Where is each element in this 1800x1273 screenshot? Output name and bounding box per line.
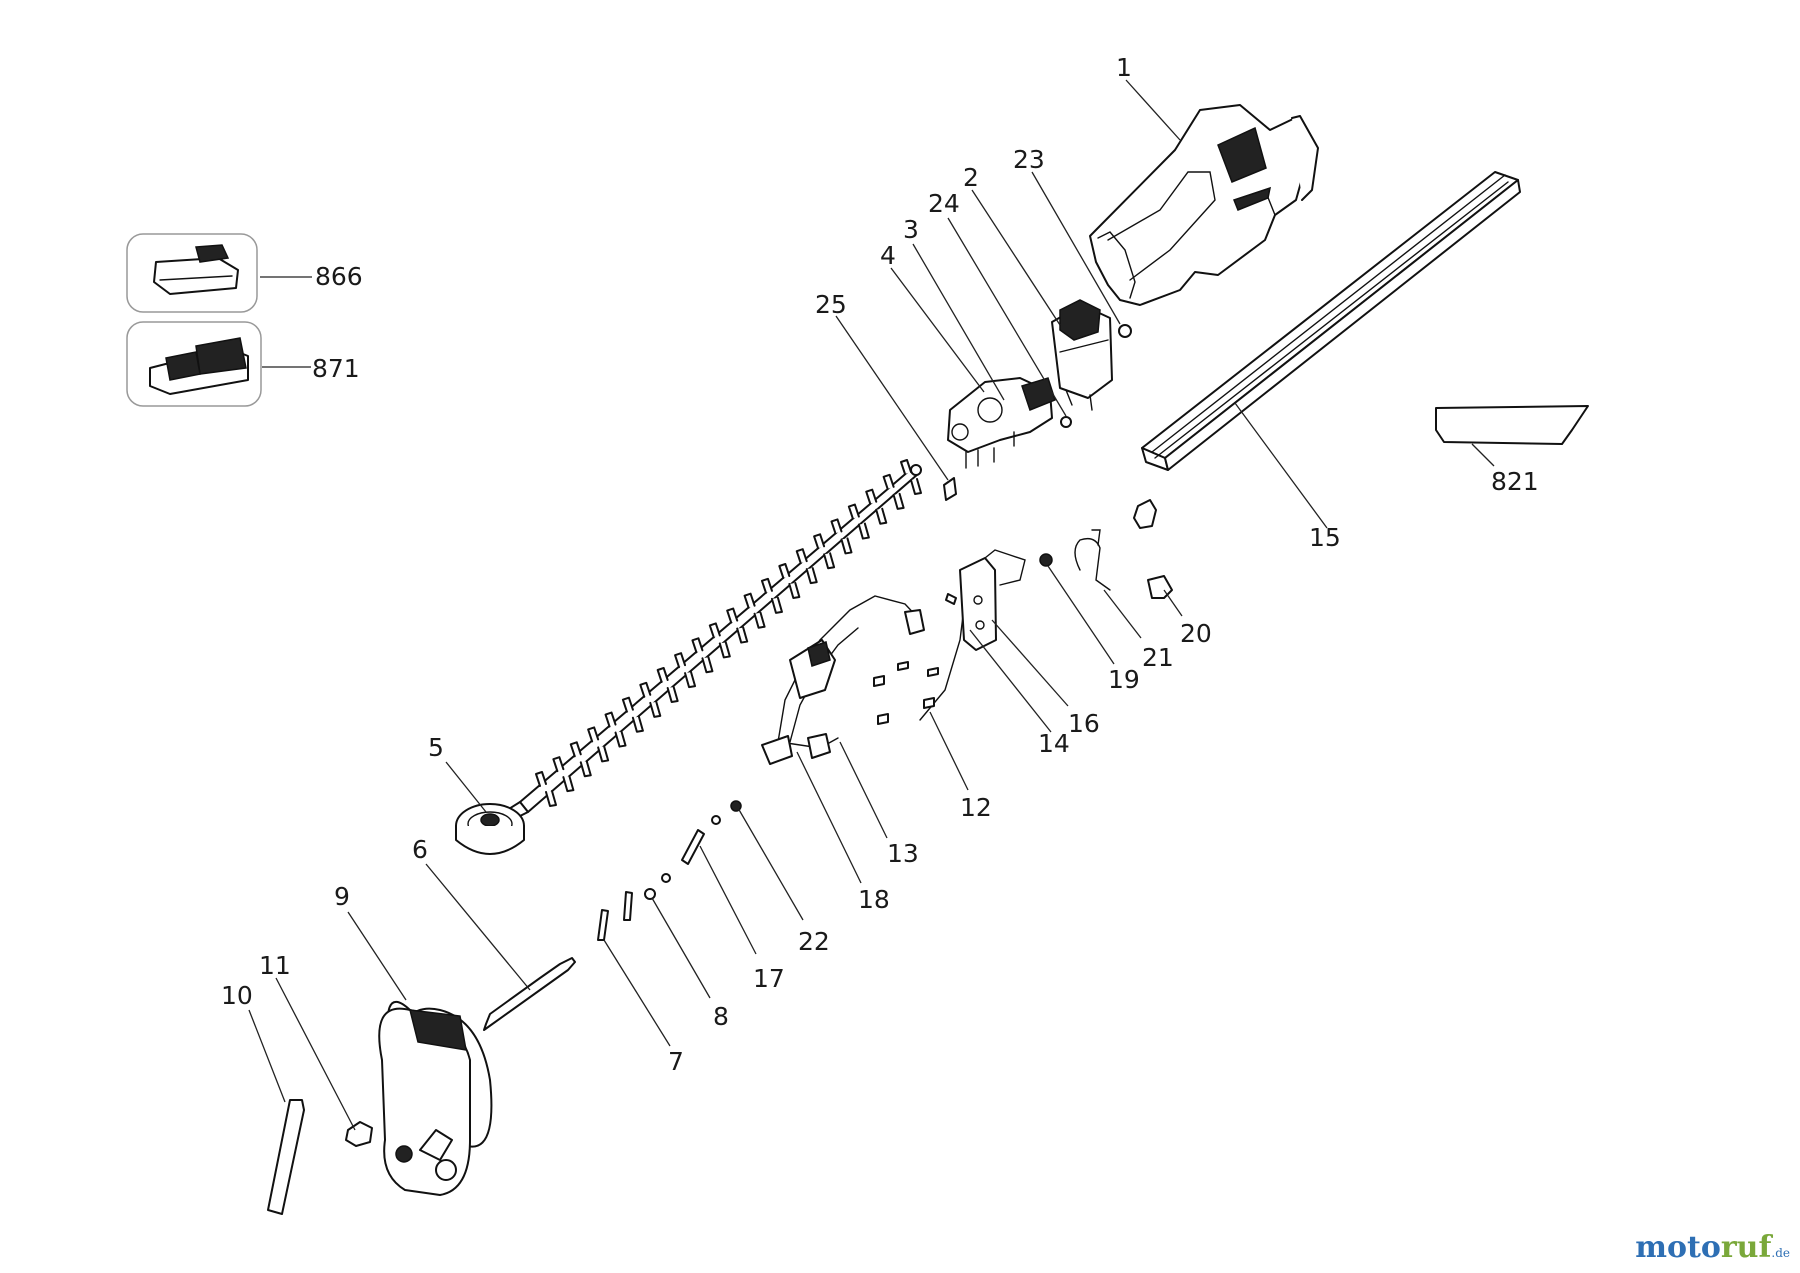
motor-housing-icon [1089, 104, 1319, 306]
blade-tooth [569, 741, 592, 778]
lock-lever-icon [1074, 537, 1111, 591]
watermark-logo: motoruf.de [1635, 1230, 1790, 1265]
pins-icon [597, 800, 742, 941]
bracket-icon [943, 477, 957, 501]
blade-tooth [830, 518, 853, 555]
gear-housing-icon [947, 377, 1056, 469]
callout-21: 21 [1142, 643, 1174, 672]
callout-19: 19 [1108, 665, 1140, 694]
callout-4: 4 [880, 241, 896, 270]
blade-tooth [760, 577, 783, 614]
blade-tooth [726, 607, 749, 644]
callout-5: 5 [428, 733, 444, 762]
callout-25: 25 [815, 290, 847, 319]
handle-bracket-icon [483, 957, 576, 1031]
callout-23: 23 [1013, 145, 1045, 174]
callout-866: 866 [315, 262, 363, 291]
watermark-suffix: .de [1771, 1246, 1790, 1260]
leader-lines [248, 79, 1495, 1131]
callout-17: 17 [753, 964, 785, 993]
callout-6: 6 [412, 835, 428, 864]
front-handle-icon [378, 1000, 493, 1196]
blade-tooth [587, 726, 610, 763]
callout-3: 3 [903, 215, 919, 244]
screws-icon [873, 593, 957, 725]
callout-12: 12 [960, 793, 992, 822]
blade-tooth [604, 711, 627, 748]
strap-icon [267, 1099, 305, 1215]
blade-tooth [813, 533, 836, 570]
blade-tooth [743, 592, 766, 629]
callout-22: 22 [798, 927, 830, 956]
bushing-icon [1118, 324, 1132, 338]
knob-icon [1133, 499, 1157, 529]
wiring-harness-icon [761, 595, 966, 765]
blade-tooth [656, 667, 679, 703]
callout-11: 11 [259, 951, 291, 980]
blade-tooth [795, 548, 818, 585]
callout-8: 8 [713, 1002, 729, 1031]
watermark-part2: ruf [1720, 1230, 1772, 1265]
blade-tooth [882, 473, 905, 510]
callout-labels: 1 2 3 4 5 6 7 8 9 10 11 12 13 14 15 16 1… [221, 53, 1539, 1076]
blade-tooth [691, 637, 714, 674]
blade-tooth [535, 771, 557, 807]
callout-14: 14 [1038, 729, 1070, 758]
label-tag-icon [1435, 405, 1589, 445]
blade-tooth [552, 756, 575, 793]
blade-tooth [621, 696, 644, 733]
blade-tooth [865, 488, 888, 525]
callout-821: 821 [1491, 467, 1539, 496]
blade-tooth [708, 622, 731, 659]
blade-tooth [900, 459, 922, 495]
blade-tooth [639, 681, 662, 718]
button-icon [1147, 575, 1173, 599]
motor-icon [1051, 299, 1113, 411]
callout-18: 18 [858, 885, 890, 914]
callout-1: 1 [1116, 53, 1132, 82]
callout-13: 13 [887, 839, 919, 868]
blade-guard-icon [1141, 171, 1521, 471]
callout-20: 20 [1180, 619, 1212, 648]
callout-24: 24 [928, 189, 960, 218]
charger-icon [126, 321, 262, 407]
spring-icon [1039, 553, 1053, 567]
callout-7: 7 [668, 1047, 684, 1076]
blade-tooth [847, 503, 870, 540]
nut-icon [345, 1121, 373, 1147]
blade-tooth [674, 652, 697, 689]
small-bushing-icon [1060, 416, 1072, 428]
battery-pack-icon [126, 233, 258, 313]
callout-10: 10 [221, 981, 253, 1010]
callout-16: 16 [1068, 709, 1100, 738]
hedge-blade-icon [455, 459, 922, 855]
callout-9: 9 [334, 882, 350, 911]
watermark-part1: moto [1635, 1230, 1721, 1265]
callout-871: 871 [312, 354, 360, 383]
callout-15: 15 [1309, 523, 1341, 552]
blade-tooth [778, 563, 801, 599]
callout-2: 2 [963, 163, 979, 192]
trigger-switch-icon [959, 549, 1026, 651]
